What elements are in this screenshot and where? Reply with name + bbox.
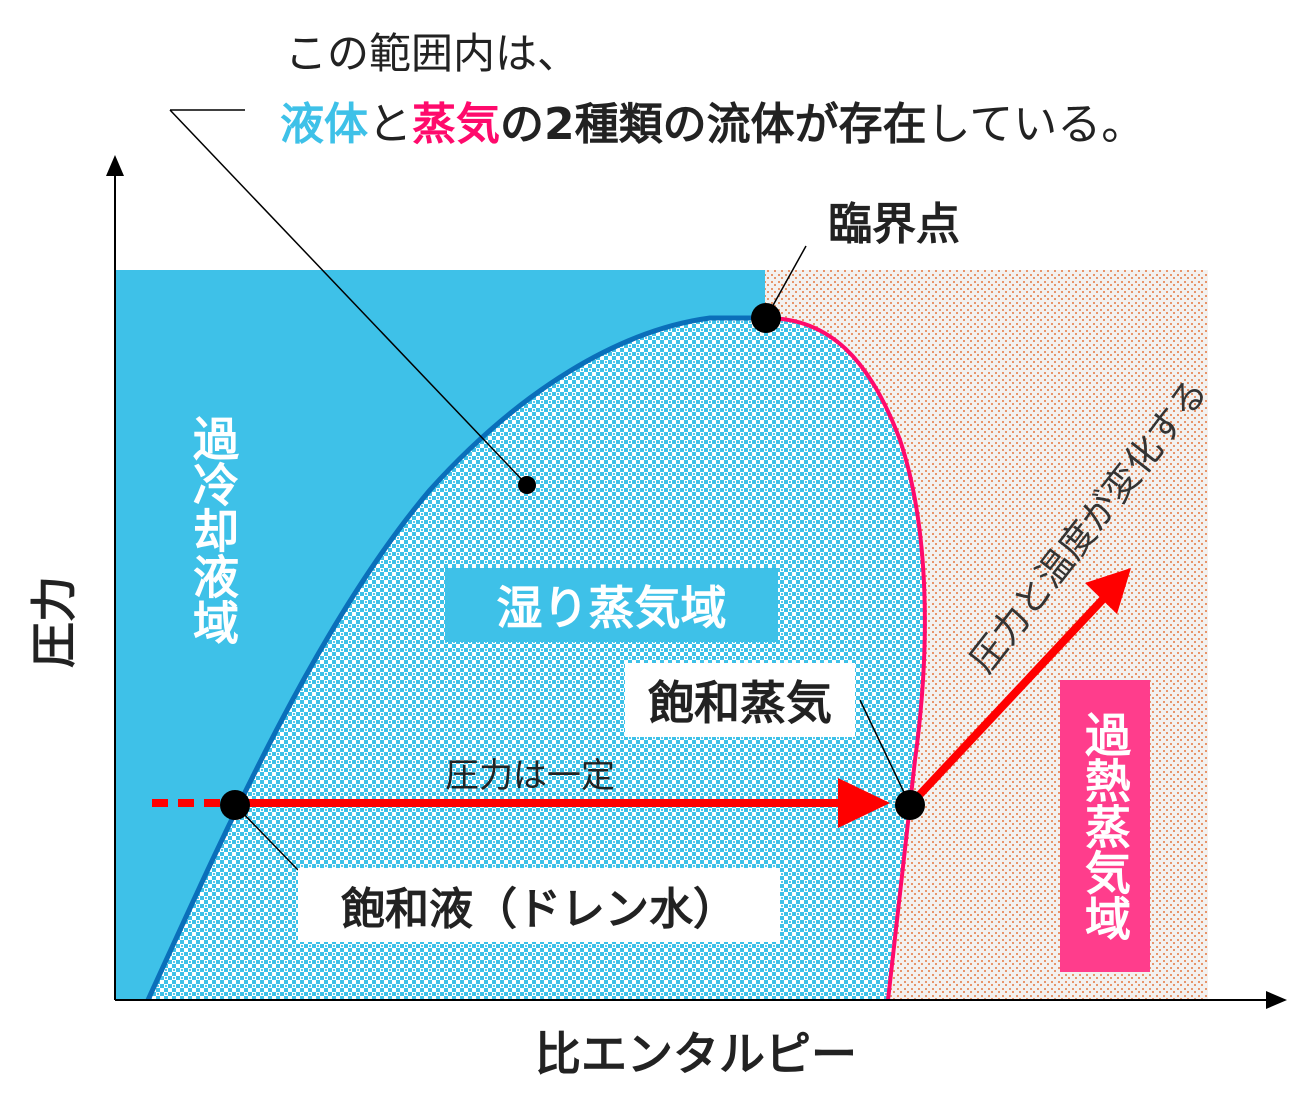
caption-leader-line-diagonal — [169, 109, 528, 486]
superheated-region-label: 過熱蒸気域 — [1060, 680, 1150, 972]
saturated-vapor-label: 飽和蒸気 — [625, 663, 855, 737]
saturated-vapor-line — [765, 316, 927, 1001]
caption-line-2: 液体と蒸気の2種類の流体が存在している。 — [280, 88, 1145, 152]
caption-vapor: 蒸気 — [412, 99, 500, 150]
saturated-liquid-leader — [234, 804, 299, 871]
saturated-liquid-label: 飽和液（ドレン水） — [298, 868, 780, 942]
superheat-arrow — [907, 594, 1108, 808]
y-axis-arrowhead — [106, 155, 124, 176]
critical-point-label: 臨界点 — [828, 199, 960, 250]
caption-end: している。 — [926, 99, 1146, 150]
wet-vapor-region-label: 湿り蒸気域 — [445, 568, 778, 642]
caption-leader-dot — [518, 476, 536, 494]
saturated-vapor-point — [895, 790, 925, 820]
caption-and: と — [368, 99, 412, 150]
constant-pressure-arrowhead — [838, 778, 890, 828]
subcooled-region-label: 過冷却液域 — [186, 415, 240, 645]
critical-point — [751, 303, 781, 333]
superheat-arrowhead — [1085, 568, 1131, 614]
x-axis-arrowhead — [1266, 991, 1287, 1009]
x-axis-label: 比エンタルピー — [535, 1027, 857, 1081]
y-axis-label: 圧力 — [27, 576, 81, 668]
saturated-liquid-point — [220, 790, 250, 820]
caption-line-1: この範囲内は、 — [285, 29, 580, 78]
saturated-vapor-leader — [859, 699, 911, 806]
wet-vapor-dome — [148, 318, 925, 1000]
constant-pressure-label: 圧力は一定 — [445, 756, 615, 796]
caption-middle: の2種類の流体が存在 — [500, 99, 927, 150]
caption-liquid: 液体 — [280, 99, 368, 150]
saturated-liquid-line — [145, 315, 766, 1002]
